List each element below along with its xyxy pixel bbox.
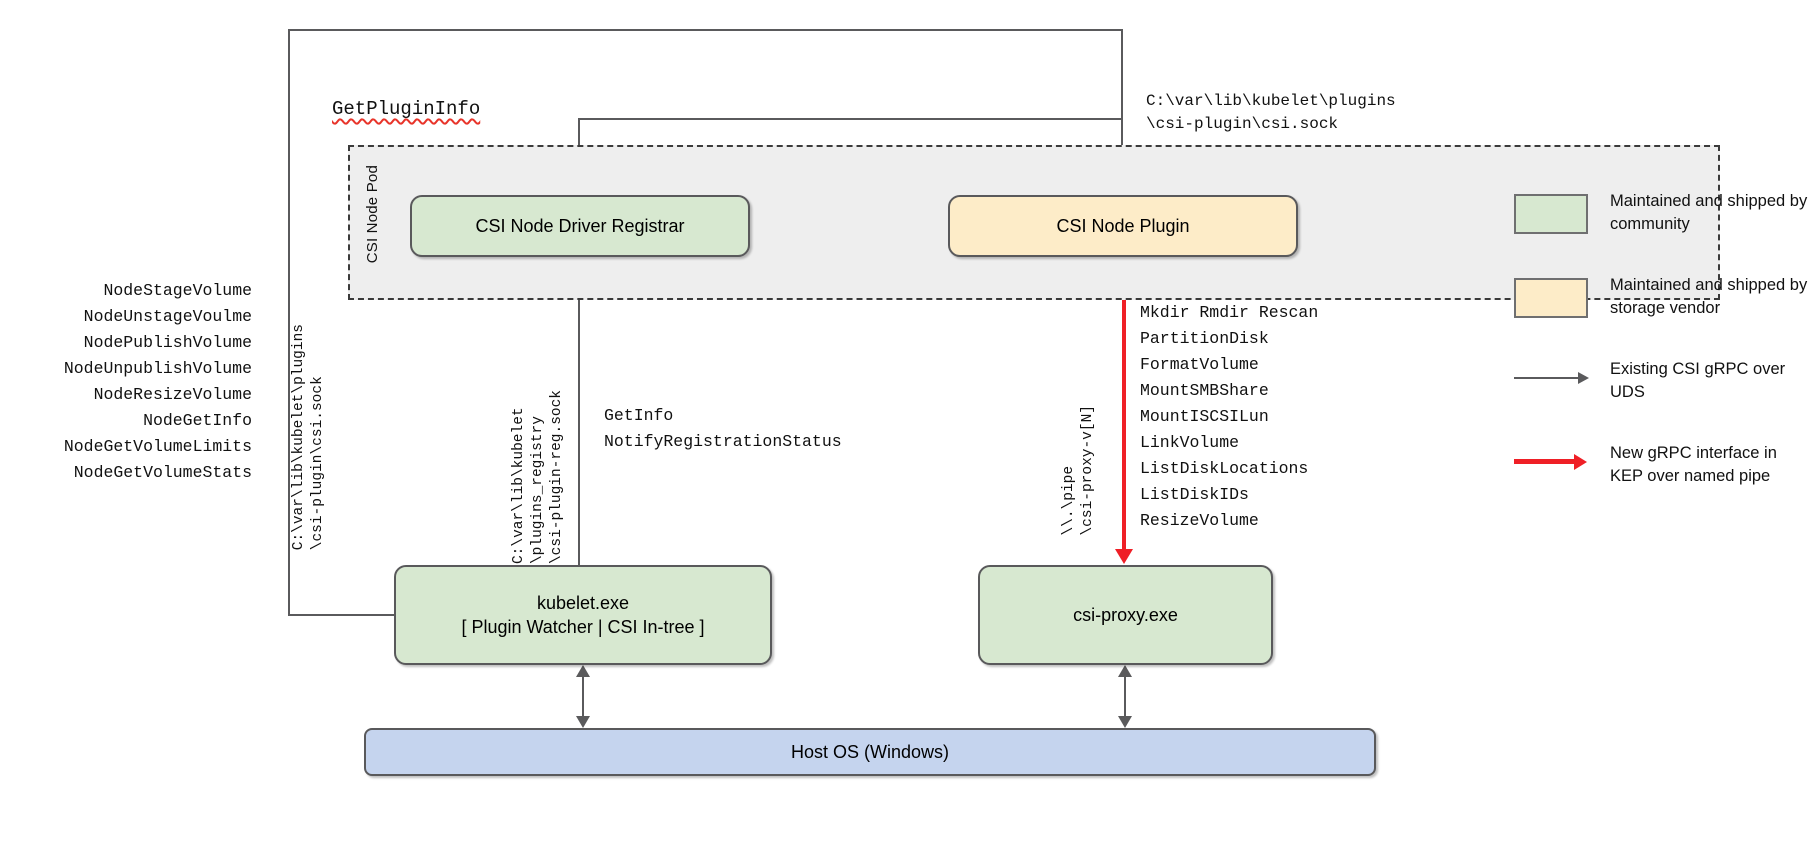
- csi-proxy-op-item: ResizeVolume: [1140, 511, 1259, 530]
- node-service-op-item: NodeUnstageVoulme: [83, 307, 252, 326]
- arrow-shaft: [1514, 377, 1580, 379]
- arrowhead-kubelet-up: [576, 665, 590, 677]
- edge-outer-left-vertical: [288, 29, 290, 616]
- legend-row: Maintained and shipped by storage vendor: [1514, 274, 1814, 320]
- edge-outer-top: [288, 29, 1122, 31]
- arrow-shaft: [1514, 459, 1576, 464]
- node-service-op-item: NodeGetVolumeLimits: [63, 437, 252, 456]
- arrowhead-csiproxy-down: [1118, 716, 1132, 728]
- arrowhead-to-csi-proxy: [1115, 549, 1133, 564]
- edge-kubelet-to-registrar: [578, 272, 580, 565]
- csi-proxy-op-item: Mkdir Rmdir Rescan: [1140, 303, 1319, 322]
- node-host-os[interactable]: Host OS (Windows): [364, 728, 1376, 776]
- node-label-csi-proxy: csi-proxy.exe: [1073, 604, 1178, 625]
- legend-row: Existing CSI gRPC over UDS: [1514, 358, 1814, 404]
- legend-label: Maintained and shipped by storage vendor: [1610, 276, 1808, 317]
- node-service-op-item: NodeStageVolume: [103, 281, 252, 300]
- node-csi-node-driver-registrar[interactable]: CSI Node Driver Registrar: [410, 195, 750, 257]
- csi-proxy-op-item: MountSMBShare: [1140, 381, 1269, 400]
- node-csi-node-plugin[interactable]: CSI Node Plugin: [948, 195, 1298, 257]
- csi-proxy-op-item: LinkVolume: [1140, 433, 1240, 452]
- legend-arrow-icon: [1514, 358, 1610, 385]
- node-kubelet-exe[interactable]: kubelet.exe [ Plugin Watcher | CSI In-tr…: [394, 565, 772, 665]
- arrowhead-csiproxy-up: [1118, 665, 1132, 677]
- edge-kubelet-to-outer-left: [288, 614, 396, 616]
- label-vertical-csi-sock: C:\var\lib\kubelet\plugins \csi-plugin\c…: [291, 324, 326, 551]
- legend-label: New gRPC interface in KEP over named pip…: [1610, 444, 1777, 485]
- legend-row: Maintained and shipped by community: [1514, 190, 1814, 236]
- legend-swatch-box: [1514, 194, 1588, 234]
- edge-node-plugin-to-csi-proxy: [1122, 257, 1126, 549]
- arrow-icon: [1514, 371, 1594, 385]
- node-csi-proxy-exe[interactable]: csi-proxy.exe: [978, 565, 1273, 665]
- csi-proxy-op-item: FormatVolume: [1140, 355, 1259, 374]
- legend-swatch-box: [1514, 278, 1588, 318]
- label-get-plugin-info: GetPluginInfo: [332, 96, 480, 122]
- csi-proxy-op-item: ListDiskLocations: [1140, 459, 1309, 478]
- legend-color-swatch: [1514, 190, 1610, 234]
- label-vertical-named-pipe: \\.\pipe \csi-proxy-v[N]: [1061, 405, 1096, 536]
- node-service-op-item: NodeGetVolumeStats: [73, 463, 252, 482]
- csi-proxy-op-item: PartitionDisk: [1140, 329, 1269, 348]
- arrow-head: [1574, 454, 1587, 470]
- node-service-op-item: NodePublishVolume: [83, 333, 252, 352]
- arrow-head: [1578, 372, 1589, 384]
- legend-label: Existing CSI gRPC over UDS: [1610, 360, 1786, 401]
- edge-into-node-plugin: [1121, 29, 1123, 181]
- csi-proxy-op-item: ListDiskIDs: [1140, 485, 1249, 504]
- label-registration-calls: GetInfo NotifyRegistrationStatus: [604, 406, 842, 451]
- legend-color-swatch: [1514, 274, 1610, 318]
- arrowhead-kubelet-down: [576, 716, 590, 728]
- legend-row: New gRPC interface in KEP over named pip…: [1514, 442, 1814, 488]
- csi-node-pod-label: CSI Node Pod: [364, 165, 381, 264]
- label-csi-sock-path: C:\var\lib\kubelet\plugins \csi-plugin\c…: [1146, 92, 1396, 133]
- edge-kubelet-hostos: [582, 675, 584, 721]
- arrow-icon: [1514, 454, 1594, 470]
- label-vertical-registration-sock: C:\var\lib\kubelet \plugins_registry \cs…: [511, 390, 565, 565]
- edge-registrar-to-plugin-horizontal: [578, 118, 1122, 120]
- node-label-host-os: Host OS (Windows): [790, 741, 950, 762]
- node-label-kubelet: kubelet.exe: [536, 592, 630, 613]
- node-label-node-plugin: CSI Node Plugin: [1056, 215, 1190, 236]
- node-label-registrar: CSI Node Driver Registrar: [475, 215, 685, 236]
- legend-arrow-icon: [1514, 442, 1610, 470]
- node-service-op-item: NodeResizeVolume: [93, 385, 252, 404]
- legend-label: Maintained and shipped by community: [1610, 192, 1808, 233]
- node-service-op-item: NodeUnpublishVolume: [63, 359, 252, 378]
- csi-proxy-op-item: MountISCSILun: [1140, 407, 1269, 426]
- label-get-plugin-info-text: GetPluginInfo: [332, 98, 481, 120]
- node-label-kubelet-subtitle: [ Plugin Watcher | CSI In-tree ]: [461, 617, 705, 637]
- node-service-op-item: NodeGetInfo: [143, 411, 252, 430]
- edge-csiproxy-hostos: [1124, 675, 1126, 721]
